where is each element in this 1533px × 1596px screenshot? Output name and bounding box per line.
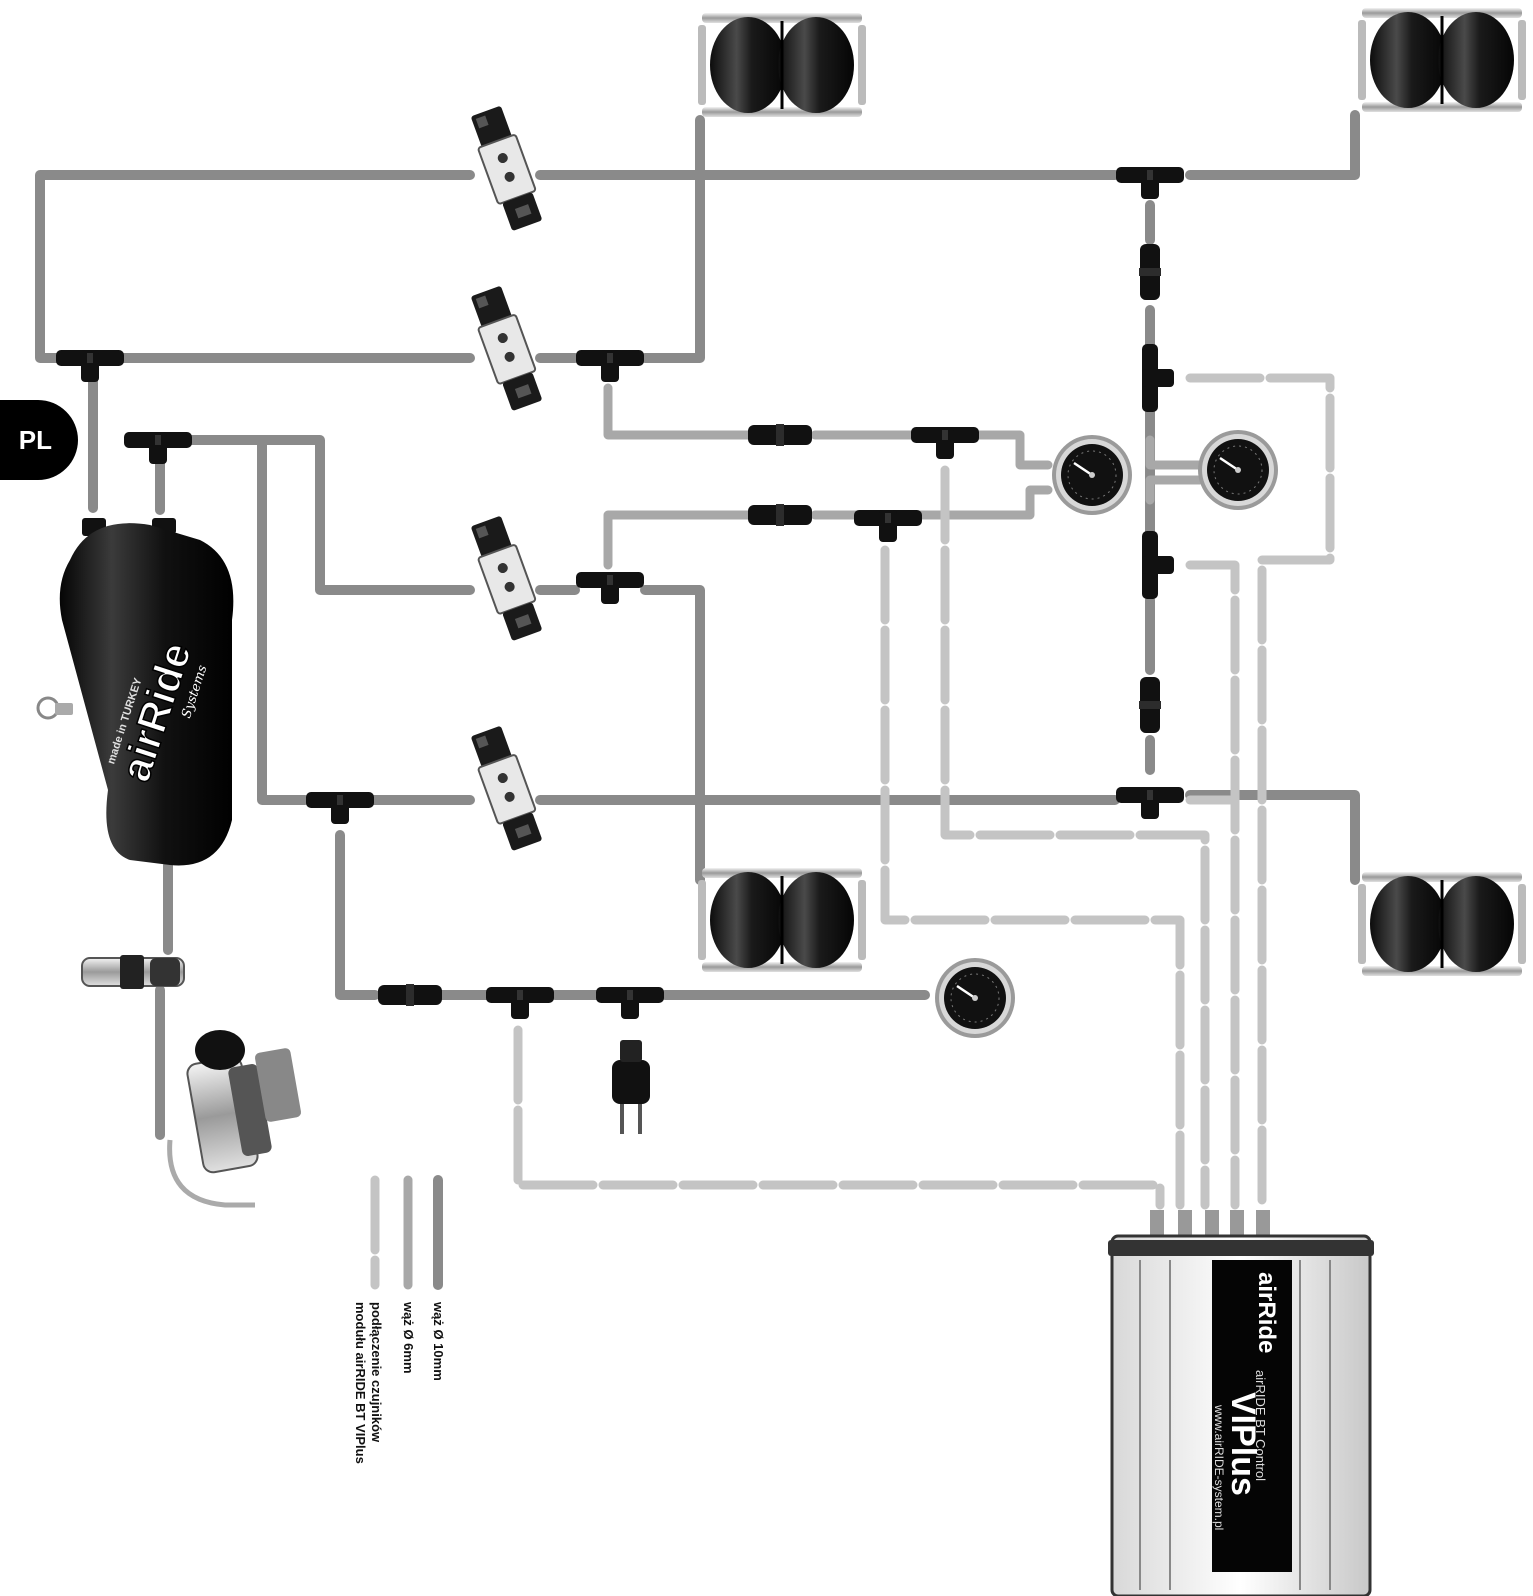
language-badge: PL bbox=[0, 400, 78, 480]
solenoid-valve bbox=[465, 103, 548, 234]
hose-fr-bag-lower bbox=[1185, 790, 1360, 885]
union-fitting bbox=[1139, 677, 1161, 733]
solenoid-valve bbox=[465, 723, 548, 854]
union-fitting bbox=[748, 424, 812, 446]
tee-fitting bbox=[596, 987, 664, 1019]
solenoid-valve bbox=[465, 283, 548, 414]
pressure-gauge bbox=[1196, 428, 1280, 512]
compressor bbox=[167, 1030, 302, 1208]
controller-logo: airRide bbox=[1253, 1272, 1280, 1354]
hose-manifold-to-valve4 bbox=[175, 435, 310, 805]
pressure-gauge bbox=[933, 956, 1017, 1040]
sensor-line-5 bbox=[1185, 560, 1240, 1210]
vip-controller bbox=[1108, 1210, 1374, 1596]
sensor-line-2 bbox=[880, 545, 1185, 1210]
air-bag-front-left bbox=[696, 11, 868, 119]
hose-pressure-line bbox=[335, 830, 380, 1000]
hoses-10mm bbox=[35, 110, 1360, 1140]
tee-fitting bbox=[1116, 167, 1184, 199]
water-filter bbox=[81, 955, 185, 989]
legend-swatches bbox=[370, 1175, 443, 1290]
pressure-switch bbox=[612, 1040, 650, 1134]
tee-fitting bbox=[486, 987, 554, 1019]
tee-fitting bbox=[1142, 531, 1174, 599]
air-bag-rear-left bbox=[696, 866, 868, 974]
hose-gauge2-link bbox=[1145, 435, 1205, 470]
hose-gauge1-lower bbox=[603, 510, 755, 570]
solenoid-valve bbox=[465, 513, 548, 644]
legend-label-10mm: wąż Ø 10mm bbox=[431, 1302, 446, 1381]
sensor-line-3 bbox=[513, 1025, 1165, 1210]
tee-fitting bbox=[854, 510, 922, 542]
union-fitting bbox=[748, 504, 812, 526]
tee-fitting bbox=[576, 572, 644, 604]
tee-fitting bbox=[911, 427, 979, 459]
tee-fitting bbox=[56, 350, 124, 382]
hose-tank-supply bbox=[35, 170, 475, 513]
hose-gauge1-upper bbox=[603, 383, 755, 440]
controller-model: VIPlus bbox=[1224, 1392, 1262, 1496]
union-fitting bbox=[378, 984, 442, 1006]
hose-rl-bag-lower bbox=[640, 585, 705, 885]
tee-fitting bbox=[124, 432, 192, 464]
solenoid-valves bbox=[465, 103, 548, 854]
sensor-line-4 bbox=[1185, 373, 1335, 1210]
tee-fitting bbox=[1116, 787, 1184, 819]
hoses-6mm bbox=[603, 383, 1205, 570]
union-fitting bbox=[1139, 244, 1161, 300]
legend-label-6mm: wąż Ø 6mm bbox=[401, 1302, 416, 1374]
air-bag-rear-right bbox=[1356, 870, 1528, 978]
hose-fr-bag bbox=[1185, 110, 1360, 180]
legend-label-sensor-line2: modułu airRIDE BT VIPlus bbox=[353, 1302, 368, 1464]
controller-url: www.airRIDE-system.pl bbox=[1212, 1405, 1226, 1531]
gauges bbox=[933, 428, 1280, 1040]
controller-ports bbox=[1150, 1210, 1270, 1238]
pressure-gauge bbox=[1050, 433, 1134, 517]
hose-gauge2-link-b bbox=[1145, 475, 1205, 505]
hose-rl-bag bbox=[640, 115, 705, 363]
legend-label-sensor-line1: podłączenie czujników bbox=[369, 1302, 384, 1443]
air-tank: made in TURKEY airRide Systems bbox=[36, 518, 234, 866]
tee-fitting bbox=[1142, 344, 1174, 412]
sensor-line-1 bbox=[940, 465, 1210, 1210]
air-bag-front-right bbox=[1356, 6, 1528, 114]
hose-gauge1-link bbox=[970, 430, 1053, 470]
hose-gauge1-link-b bbox=[913, 485, 1053, 520]
tee-fitting bbox=[306, 792, 374, 824]
tee-fitting bbox=[576, 350, 644, 382]
sensor-lines bbox=[513, 373, 1335, 1210]
